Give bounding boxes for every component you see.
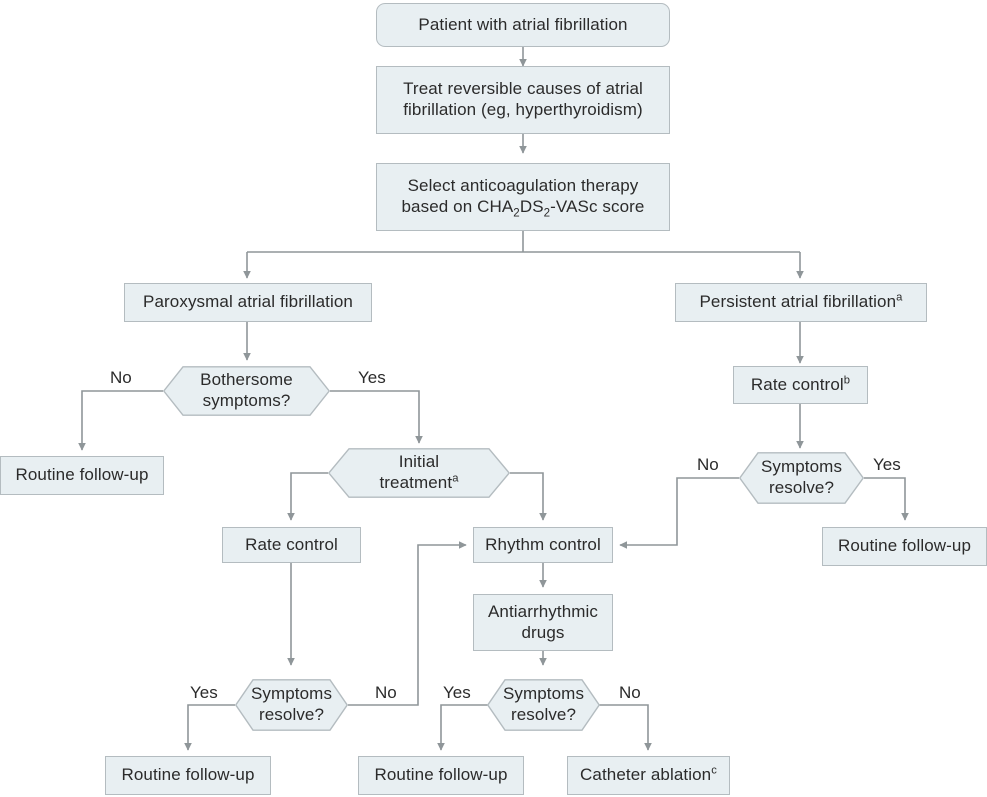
edge-label-mid-left-no: No [375,683,397,702]
node-catheter-ablation[interactable]: Catheter ablationc [567,756,730,795]
symptoms-mid-left-line-2: resolve? [258,705,325,724]
hexagon-shape [163,366,330,416]
edge-label-mid-left-yes: Yes [190,683,218,702]
antiarrhythmic-line-1: Antiarrhythmic [487,601,599,621]
edge-label-right-yes: Yes [873,455,901,474]
catheter-label-text: Catheter ablation [580,765,712,785]
node-label: Catheter ablationc [568,765,729,786]
anticoag-line-1: Select anticoagulation therapy [407,176,639,196]
anticoag-subscript-2: 2 [543,207,551,220]
bothersome-line-1: Bothersome [200,370,293,390]
bothersome-line-2: symptoms? [202,391,291,410]
node-label: Rate controlb [734,373,867,396]
node-routine-follow-up-right[interactable]: Routine follow-up [822,527,987,566]
node-label: Persistent atrial fibrillationa [676,292,926,313]
initial-treatment-line-1: Initial [398,452,440,472]
initial-treatment-line-2: treatment [379,473,453,492]
antiarrhythmic-line-2: drugs [521,622,565,642]
anticoag-line-2b: DS [519,197,544,216]
node-rhythm-control[interactable]: Rhythm control [473,527,613,563]
anticoag-line-2c: -VASc score [550,197,645,216]
node-treat-reversible-causes[interactable]: Treat reversible causes of atrial fibril… [376,66,670,134]
node-routine-follow-up-left[interactable]: Routine follow-up [0,456,164,495]
edge-label-mid-right-no: No [619,683,641,702]
node-rate-control-right[interactable]: Rate controlb [733,366,868,404]
persistent-label-text: Persistent atrial fibrillation [699,292,897,312]
node-label: Routine follow-up [374,765,508,785]
node-rate-control-middle[interactable]: Rate control [222,527,361,563]
hexagon-shape [235,679,348,731]
edge-label-bothersome-no: No [110,368,132,387]
node-routine-follow-up-bottom-mid[interactable]: Routine follow-up [358,756,524,795]
node-label: Rate control [245,534,338,554]
node-paroxysmal-atrial-fibrillation[interactable]: Paroxysmal atrial fibrillation [124,283,372,322]
node-label: Patient with atrial fibrillation [418,14,628,34]
symptoms-right-line-1: Symptoms [760,457,843,477]
edge-label-right-no: No [697,455,719,474]
node-patient-with-atrial-fibrillation[interactable]: Patient with atrial fibrillation [376,3,670,47]
hexagon-shape [739,452,864,504]
footnote-marker-b: b [843,373,851,386]
footnote-marker-c: c [711,764,717,777]
symptoms-mid-left-line-1: Symptoms [250,684,333,704]
symptoms-right-line-2: resolve? [768,478,835,497]
hexagon-shape [487,679,600,731]
node-label: Routine follow-up [121,765,255,785]
node-label: Routine follow-up [15,465,149,485]
edge-label-bothersome-yes: Yes [358,368,386,387]
node-persistent-atrial-fibrillation[interactable]: Persistent atrial fibrillationa [675,283,927,322]
node-label: Routine follow-up [837,536,972,556]
rate-control-right-text: Rate control [750,374,844,394]
symptoms-mid-right-line-2: resolve? [510,705,577,724]
edge-label-mid-right-yes: Yes [443,683,471,702]
anticoag-subscript-1: 2 [513,207,520,220]
footnote-marker-a: a [452,472,459,485]
footnote-marker-a: a [896,291,903,304]
hexagon-shape [328,448,510,498]
node-label: Rhythm control [485,534,601,554]
node-label: Treat reversible causes of atrial fibril… [403,79,643,119]
node-label: Paroxysmal atrial fibrillation [143,292,353,312]
symptoms-mid-right-line-1: Symptoms [502,684,585,704]
anticoag-line-2a: based on CHA [401,197,514,216]
node-routine-follow-up-bottom-left[interactable]: Routine follow-up [105,756,271,795]
